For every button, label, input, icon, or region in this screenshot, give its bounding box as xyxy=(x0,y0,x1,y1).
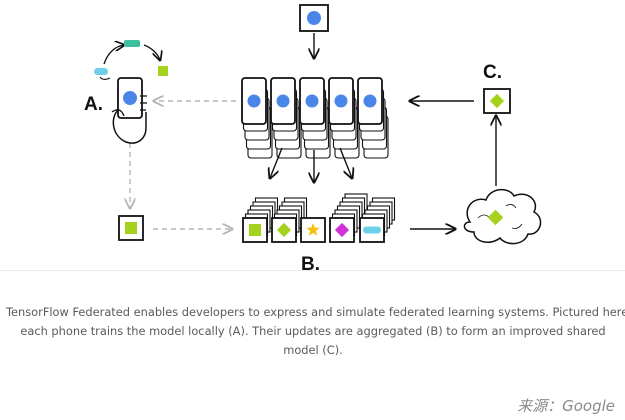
arrows-phones-to-updates xyxy=(270,147,352,182)
divider xyxy=(0,270,625,271)
local-training-loop xyxy=(94,40,168,80)
teal-bar-icon xyxy=(124,40,140,47)
blue-circle-icon xyxy=(363,94,377,108)
green-diamond-icon xyxy=(487,209,504,226)
phone xyxy=(299,77,325,125)
phone xyxy=(328,77,354,125)
magenta-diamond-icon xyxy=(334,222,350,238)
lightblue-pill-icon xyxy=(363,226,381,234)
phone xyxy=(357,77,383,125)
hand-holding-phone xyxy=(111,77,147,144)
aggregated-updates xyxy=(242,193,396,243)
caption-line-2: each phone trains the model locally (A).… xyxy=(20,324,606,338)
green-square-icon xyxy=(158,66,168,76)
blue-circle-icon xyxy=(334,94,348,108)
source-credit: 来源：Google xyxy=(517,397,615,415)
label-a: A. xyxy=(84,94,103,115)
blue-circle-icon xyxy=(123,91,137,105)
phone xyxy=(270,77,296,125)
caption-line-3: model (C). xyxy=(283,343,343,357)
blue-circle-icon xyxy=(276,94,290,108)
local-update-box xyxy=(118,215,144,241)
update-card xyxy=(242,217,268,243)
blue-circle-icon xyxy=(305,94,319,108)
update-card xyxy=(329,217,355,243)
global-model-box xyxy=(299,4,329,32)
caption: TensorFlow Federated enables developers … xyxy=(6,303,625,360)
green-square-icon xyxy=(249,224,261,236)
improved-model-box xyxy=(483,88,511,114)
blue-circle-icon xyxy=(247,94,261,108)
update-card xyxy=(359,217,385,243)
phone-stack xyxy=(241,77,389,159)
blue-circle-icon xyxy=(307,11,321,25)
lightblue-pill-icon xyxy=(94,68,108,75)
phone xyxy=(241,77,267,125)
update-card xyxy=(271,217,297,243)
green-diamond-icon xyxy=(276,222,292,238)
federated-learning-diagram: B. C. xyxy=(84,4,542,270)
update-card xyxy=(300,217,326,243)
green-diamond-icon xyxy=(489,93,505,109)
label-c: C. xyxy=(483,62,502,83)
caption-line-1: TensorFlow Federated enables developers … xyxy=(6,305,625,319)
yellow-star-icon xyxy=(306,223,320,236)
cloud-aggregator xyxy=(463,188,542,245)
green-square-icon xyxy=(125,222,137,234)
label-b: B. xyxy=(301,254,320,270)
